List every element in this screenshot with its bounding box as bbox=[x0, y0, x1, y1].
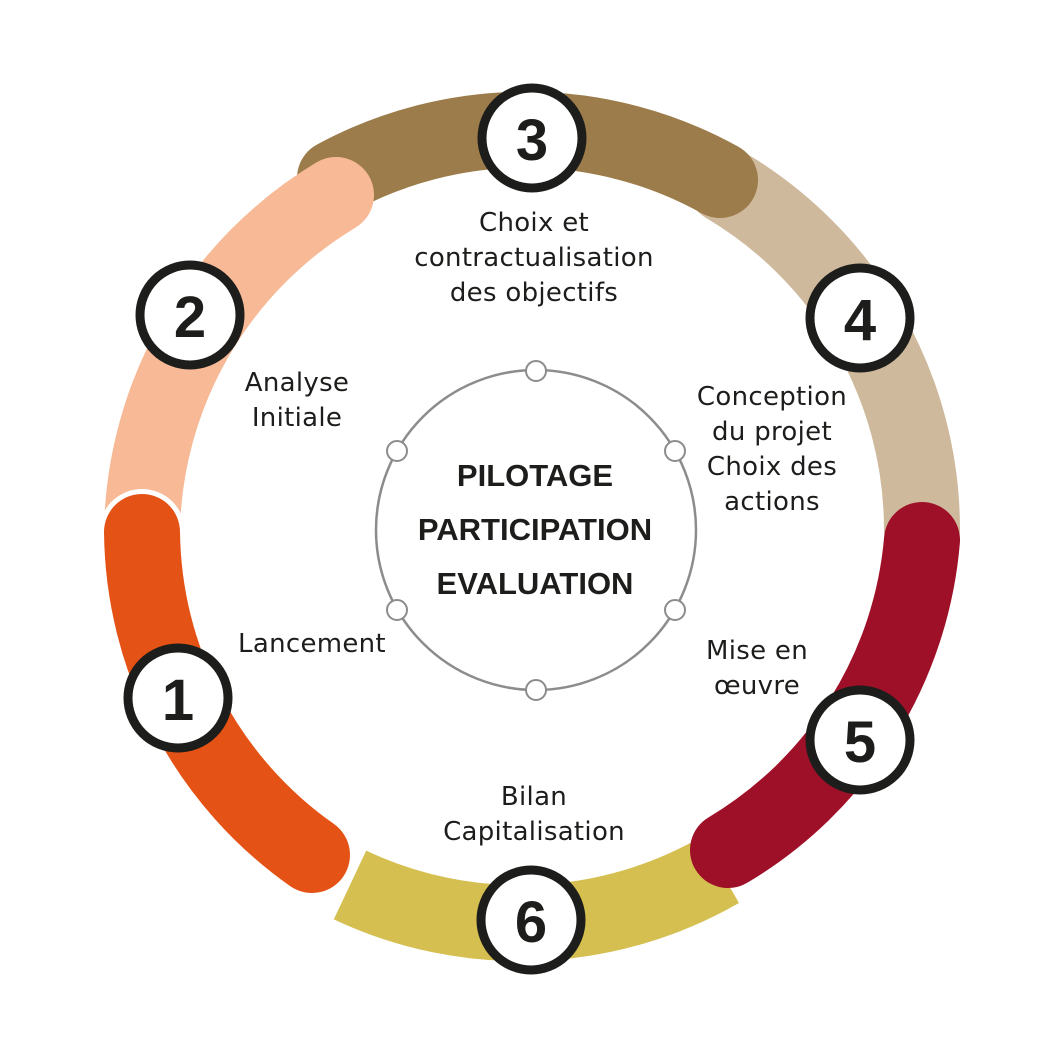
step-badge-3: 3 bbox=[477, 83, 587, 193]
step-label-6: Bilan Capitalisation bbox=[443, 782, 625, 847]
step-badge-4: 4 bbox=[805, 263, 915, 373]
step-label-4: Conception du projet Choix des actions bbox=[696, 382, 848, 517]
inner-circle-dot-upper-left bbox=[386, 440, 408, 462]
step-number-1: 1 bbox=[162, 668, 194, 733]
inner-circle-dot-upper-right bbox=[664, 440, 686, 462]
step-label-1: Lancement bbox=[238, 629, 386, 659]
step-badge-6: 6 bbox=[476, 865, 586, 975]
step-label-2: Analyse Initiale bbox=[244, 368, 350, 433]
inner-circle-dot-top bbox=[525, 360, 547, 382]
inner-circle-group bbox=[374, 360, 698, 701]
inner-circle-dot-lower-left bbox=[386, 599, 408, 621]
step-number-2: 2 bbox=[174, 285, 206, 350]
center-title-pilotage: PILOTAGE bbox=[456, 458, 614, 493]
step-number-3: 3 bbox=[516, 108, 548, 173]
center-title-evaluation: EVALUATION bbox=[436, 566, 634, 601]
step-number-4: 4 bbox=[844, 288, 876, 353]
step-badge-5: 5 bbox=[805, 685, 915, 795]
center-title-participation: PARTICIPATION bbox=[417, 512, 653, 547]
step-label-3: Choix et contractualisation des objectif… bbox=[414, 208, 654, 308]
step-badge-1: 1 bbox=[123, 643, 233, 753]
inner-circle-dot-bottom bbox=[525, 679, 547, 701]
inner-circle-dot-lower-right bbox=[664, 599, 686, 621]
step-number-6: 6 bbox=[515, 890, 547, 955]
step-badge-2: 2 bbox=[135, 260, 245, 370]
step-label-5: Mise en œuvre bbox=[705, 636, 809, 701]
step-number-5: 5 bbox=[844, 710, 876, 775]
